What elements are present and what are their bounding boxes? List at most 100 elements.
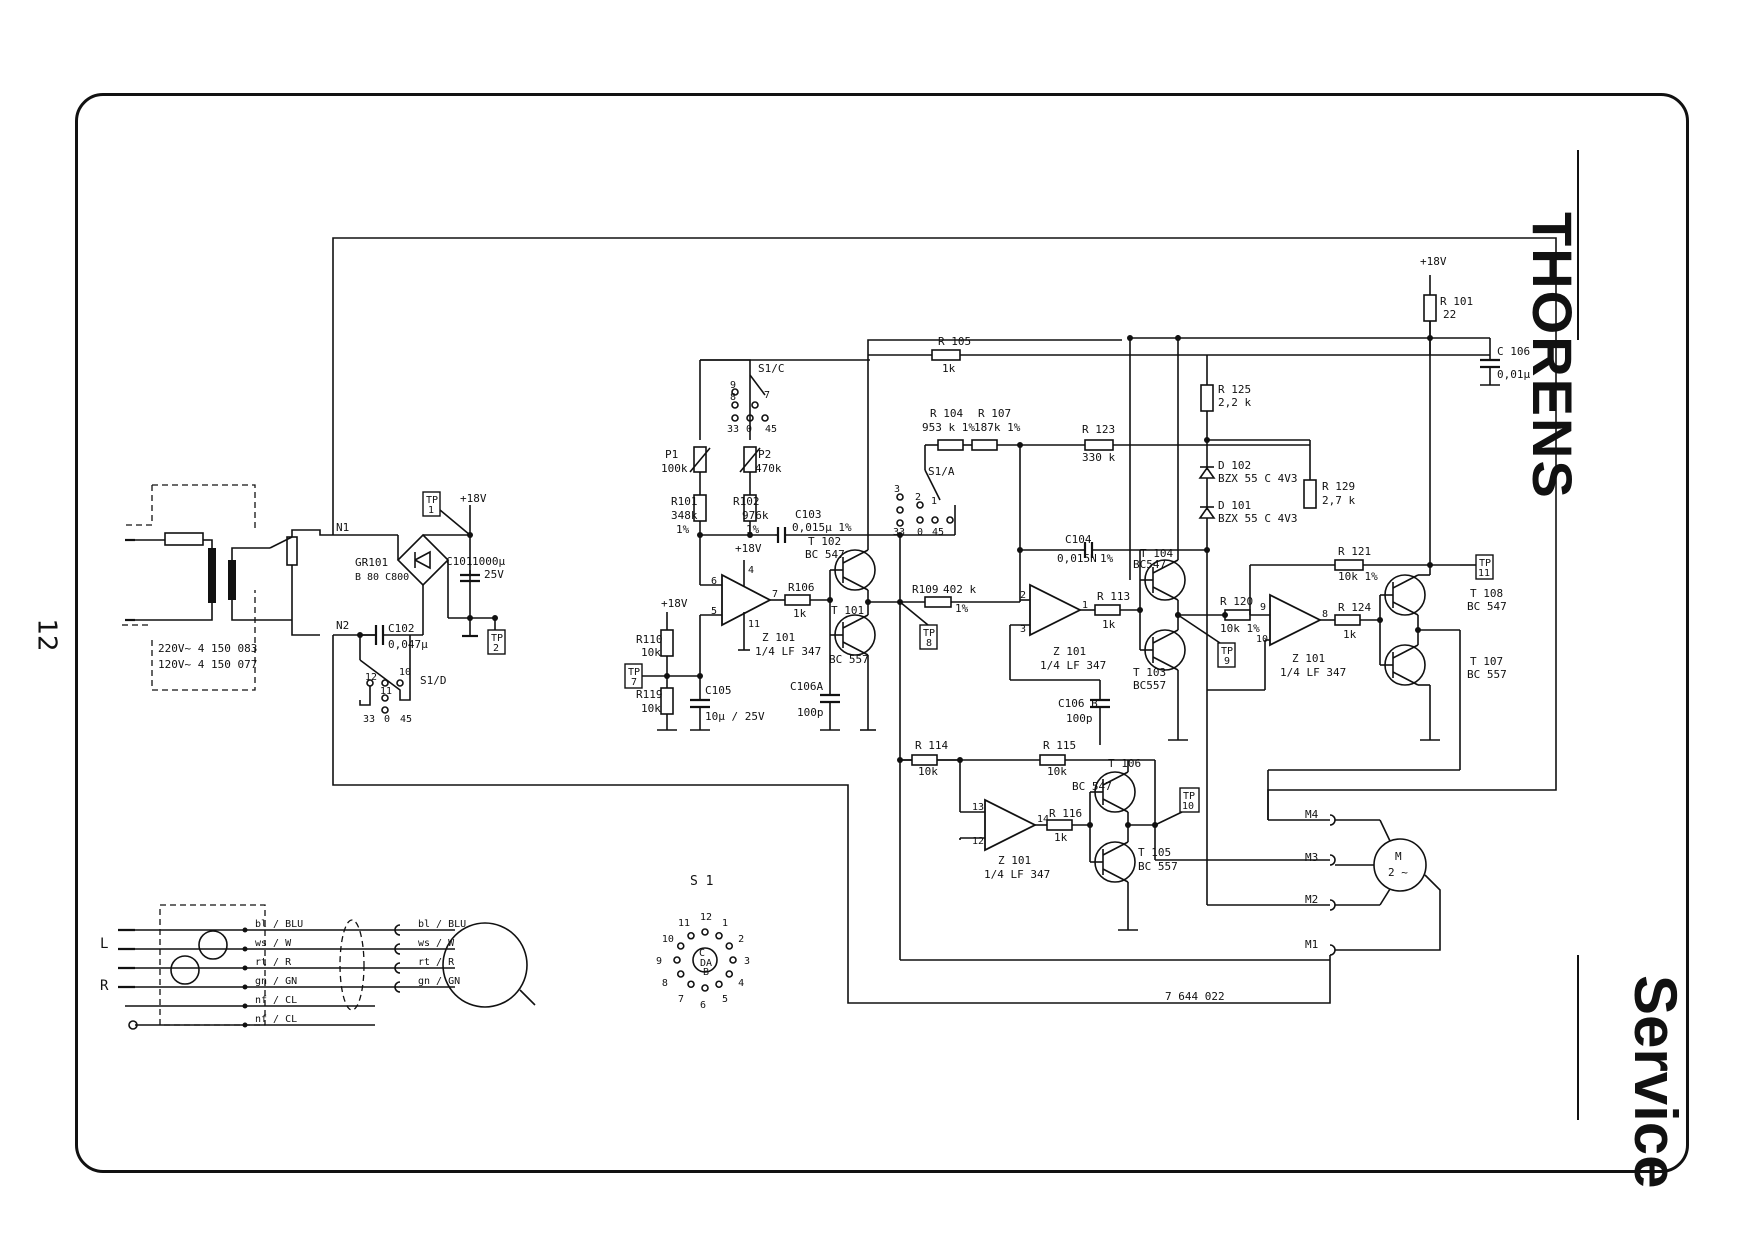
r109-label: R109 <box>912 583 939 596</box>
r107-value: 187k 1% <box>974 421 1021 434</box>
motor-terminal-m3: M3 <box>1305 851 1318 864</box>
cable-ground-terminal <box>128 1020 138 1030</box>
cable-wire-label-right: ws / W <box>418 938 455 949</box>
d102-value: BZX 55 C 4V3 <box>1218 472 1297 485</box>
r109-tol: 1% <box>955 602 969 615</box>
r102-value: 976k <box>742 509 769 522</box>
r106-label: R106 <box>788 581 815 594</box>
cable-wire-label-right: bl / BLU <box>418 919 466 930</box>
cable-side-l: L <box>100 936 108 952</box>
z101a-pin4: 4 <box>748 565 754 576</box>
s1-position-label: 3 <box>744 956 750 967</box>
r116-value: 1k <box>1054 831 1068 844</box>
r102-label: R102 <box>733 495 760 508</box>
s1-position-label: 1 <box>722 918 728 929</box>
s1-position-label: 2 <box>738 934 744 945</box>
r119-value: 10k <box>641 702 661 715</box>
c105-value: 10μ / 25V <box>705 710 765 723</box>
tp9-number: 9 <box>1224 656 1230 667</box>
motor-terminal-m2: M2 <box>1305 893 1318 906</box>
s1-contact <box>701 984 709 992</box>
motor-symbol-m: M <box>1395 850 1402 863</box>
s1-position-label: 8 <box>662 978 668 989</box>
tp2-label: TP <box>491 633 503 644</box>
cable-connector <box>394 981 401 993</box>
cable-connector <box>394 943 401 955</box>
motor-connections: M4 M3 M2 M1 M 2 ~ 7 644 022 <box>1165 690 1441 1003</box>
s1-position-label: 4 <box>738 978 744 989</box>
s1a-pos-33: 33 <box>893 527 905 538</box>
cable-junction <box>242 965 248 971</box>
tp8-number: 8 <box>926 638 932 649</box>
s1d-pos-11: 11 <box>380 686 392 697</box>
gr101-value: B 80 C800 <box>355 572 409 583</box>
p2-value: 470k <box>755 462 782 475</box>
z101a-pin11: 11 <box>748 619 760 630</box>
c104-value: 0,015N <box>1057 552 1097 565</box>
r129-label: R 129 <box>1322 480 1355 493</box>
transformer-label-120v: 120V~ 4 150 077 <box>158 658 257 671</box>
r124-value: 1k <box>1343 628 1357 641</box>
cable-wire-label-left: ws / W <box>255 938 292 949</box>
z101a-pin7: 7 <box>772 589 778 600</box>
s1-contact <box>676 970 685 978</box>
s1-center-d: D <box>700 958 706 969</box>
s1d-label: S1/D <box>420 674 447 687</box>
node-n2: N2 <box>336 619 349 632</box>
t106-type: BC 547 <box>1072 780 1112 793</box>
c106a-label: C106A <box>790 680 823 693</box>
z101d-label: Z 101 <box>998 854 1031 867</box>
s1-contact <box>701 928 709 936</box>
t107-type: BC 557 <box>1467 668 1507 681</box>
s1-position-label: 12 <box>700 912 712 923</box>
t108-label: T 108 <box>1470 587 1503 600</box>
r121-value: 10k 1% <box>1338 570 1378 583</box>
z101a-pin6: 6 <box>711 576 717 587</box>
t103-label: T 103 <box>1133 666 1166 679</box>
tp7-number: 7 <box>631 677 637 688</box>
r101a-label: R101 <box>671 495 698 508</box>
tp10-label: TP <box>1183 791 1195 802</box>
r123-value: 330 k <box>1082 451 1115 464</box>
r107-label: R 107 <box>978 407 1011 420</box>
tp11-number: 11 <box>1478 568 1490 579</box>
r124-label: R 124 <box>1338 601 1371 614</box>
s1-position-label: 9 <box>656 956 662 967</box>
s1a-pos-1: 1 <box>931 496 937 507</box>
t103-type: BC557 <box>1133 679 1166 692</box>
t104-type: BC547 <box>1133 558 1166 571</box>
s1-contact <box>729 956 737 964</box>
transformer-label-220v: 220V~ 4 150 083 <box>158 642 257 655</box>
t102-label: T 102 <box>808 535 841 548</box>
motor-symbol-phase: 2 ~ <box>1388 866 1408 879</box>
d101-label: D 101 <box>1218 499 1251 512</box>
tp10-number: 10 <box>1182 801 1194 812</box>
d101-value: BZX 55 C 4V3 <box>1218 512 1297 525</box>
r106-value: 1k <box>793 607 807 620</box>
c106-label: C 106 <box>1497 345 1530 358</box>
z101c-pin10: 10 <box>1256 634 1268 645</box>
s1a-pos-0: 0 <box>917 527 923 538</box>
tp9-label: TP <box>1221 646 1233 657</box>
c101-voltage: 25V <box>484 568 504 581</box>
s1-center-c: C <box>699 948 705 959</box>
s1-position-label: 6 <box>700 1000 706 1011</box>
r101a-tol: 1% <box>676 523 690 536</box>
tp1-label: TP <box>426 495 438 506</box>
brand-rule-bottom <box>1577 955 1579 1120</box>
gr101-label: GR101 <box>355 556 388 569</box>
s1c-label: S1/C <box>758 362 785 375</box>
s1c-pos-8: 8 <box>730 392 736 403</box>
s1c-pos-33: 33 <box>727 424 739 435</box>
s1c-pos-45: 45 <box>765 424 777 435</box>
r125-value: 2,2 k <box>1218 396 1251 409</box>
p2-label: P2 <box>758 448 771 461</box>
z101c-label: Z 101 <box>1292 652 1325 665</box>
s1-contact <box>687 980 695 989</box>
tp11-label: TP <box>1479 558 1491 569</box>
z101d-pin13: 13 <box>972 802 984 813</box>
r109-value: 402 k <box>943 583 976 596</box>
cable-wire-label-left: rt / R <box>255 957 292 968</box>
r110-value: 10k <box>641 646 661 659</box>
